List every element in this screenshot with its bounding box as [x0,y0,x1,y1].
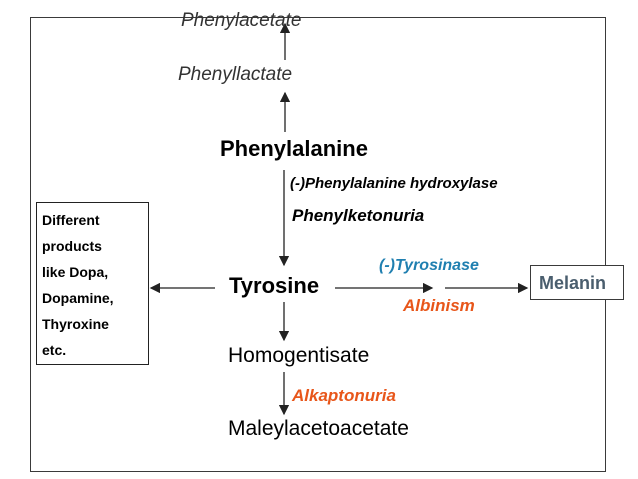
products-line: products [42,238,102,254]
slide-frame [30,17,606,472]
tyrosine-label: Tyrosine [229,273,320,298]
products-line: Dopamine, [42,290,114,306]
products-line: etc. [42,342,67,358]
products-line: like Dopa, [42,264,109,280]
products-line: Thyroxine [42,316,109,332]
homogentisate-label: Homogentisate [228,344,370,367]
products-line: Different [42,212,100,228]
phenylalanine-label: Phenylalanine [220,136,368,161]
albinism-label: Albinism [403,296,475,315]
phenylacetate-label: Phenylacetate [181,10,302,31]
melanin-box-bracket [530,265,546,300]
different-products-box: Different products like Dopa, Dopamine, … [36,202,149,365]
melanin-box: Melanin [530,265,624,300]
maleylacetoacetate-label: Maleylacetoacetate [228,417,409,440]
phenylketonuria-label: Phenylketonuria [292,206,425,225]
tyrosinase-label: (-)Tyrosinase [379,257,479,274]
phenyllactate-label: Phenyllactate [178,64,293,85]
melanin-label: Melanin [539,273,607,293]
phenylalanine-hydroxylase-label: (-)Phenylalanine hydroxylase [290,175,498,192]
alkaptonuria-label: Alkaptonuria [292,386,396,405]
